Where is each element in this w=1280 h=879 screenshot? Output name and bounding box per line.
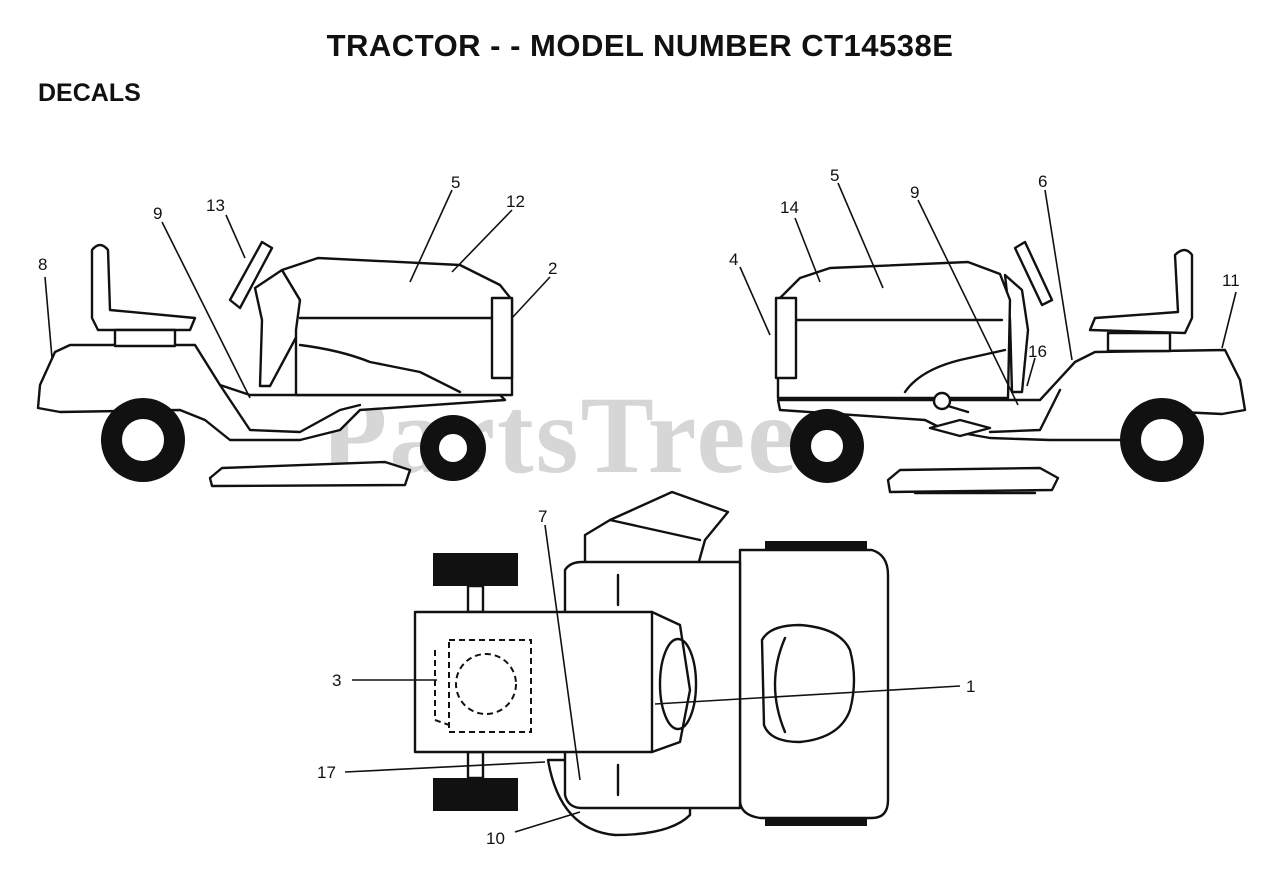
page-title: TRACTOR - - MODEL NUMBER CT14538E: [326, 28, 954, 63]
dash-outline: [650, 610, 692, 754]
callout-17: 17: [317, 763, 336, 782]
frame-panel: [218, 383, 362, 434]
tractor-right-side-view: [774, 240, 1247, 495]
seat-base: [113, 328, 177, 348]
front-axle-top: [466, 584, 485, 614]
steering-wheel-top: [658, 637, 698, 731]
callout-12: 12: [506, 192, 525, 211]
tractor-left-side-view: [36, 240, 514, 488]
engine-outline: [448, 639, 532, 733]
callout-10: 10: [486, 829, 505, 848]
callout-14: 14: [780, 198, 799, 217]
front-tire-top-right: [433, 778, 518, 811]
hood-side-line: [298, 343, 462, 394]
seat-right: [1088, 248, 1194, 335]
seat-top: [760, 623, 856, 744]
hood-side-line-right: [903, 348, 1007, 394]
callout-11: 11: [1222, 271, 1240, 290]
leader-lines: [44, 182, 1237, 833]
callout-9-right: 9: [910, 183, 919, 202]
engine-outline-2: [434, 650, 450, 726]
mower-deck: [208, 460, 412, 488]
front-hub: [437, 432, 469, 464]
rear-fender: [36, 343, 507, 442]
callout-4: 4: [729, 250, 738, 269]
chute-line: [608, 518, 702, 542]
fuel-cap-handle: [946, 404, 970, 414]
hood-right: [776, 260, 1012, 400]
front-grille-right: [774, 296, 798, 380]
hood: [280, 256, 514, 397]
front-grille: [490, 296, 514, 380]
tractor-top-view: [413, 490, 890, 837]
callout-5-left: 5: [451, 173, 460, 192]
callout-16: 16: [1028, 342, 1047, 361]
callout-3: 3: [332, 671, 341, 690]
engine-circle: [455, 653, 517, 715]
steering-wheel-right: [1013, 240, 1054, 307]
seat-base-right: [1106, 331, 1172, 353]
fuel-cap: [932, 391, 952, 411]
callout-9-left: 9: [153, 204, 162, 223]
seat-top-line: [773, 636, 787, 734]
callout-8: 8: [38, 255, 47, 274]
callout-7: 7: [538, 507, 547, 526]
rear-hub: [120, 417, 166, 463]
steering-wheel: [228, 240, 274, 310]
callout-1: 1: [966, 677, 975, 696]
callout-6: 6: [1038, 172, 1047, 191]
rear-hub-right: [1139, 417, 1185, 463]
hood-top: [413, 610, 654, 754]
callout-13: 13: [206, 196, 225, 215]
rear-tire-top-left: [765, 541, 867, 551]
section-heading: DECALS: [38, 79, 141, 107]
front-tire-top-left: [433, 553, 518, 586]
callout-2: 2: [548, 259, 557, 278]
discharge-chute: [583, 490, 730, 567]
frame-panel-right: [988, 388, 1062, 434]
control-lever: [928, 418, 992, 438]
callout-labels: 8 9 13 5 12 2 4 14 5 9 6 11 16 7 3 1 17 …: [38, 166, 1240, 848]
rear-tire-top-right: [765, 816, 867, 826]
mower-deck-right: [886, 466, 1060, 494]
front-hub-right: [809, 428, 845, 464]
callout-5-right: 5: [830, 166, 839, 185]
